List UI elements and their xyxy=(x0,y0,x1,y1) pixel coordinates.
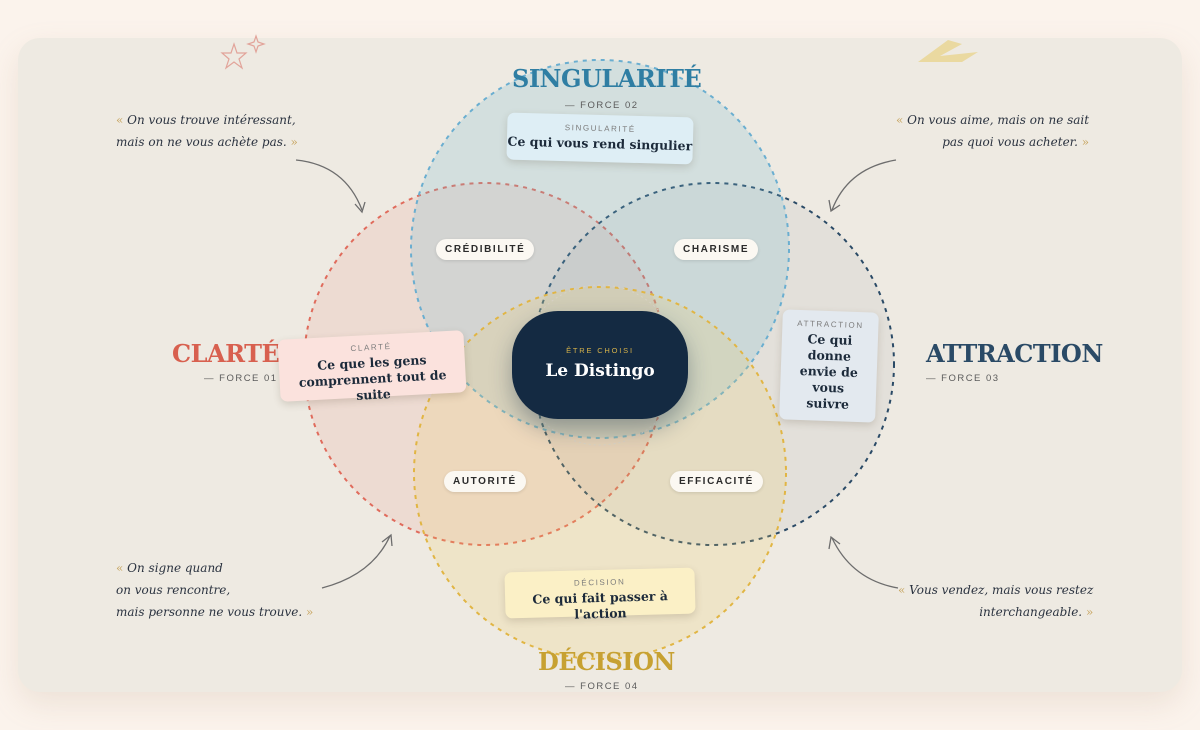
lightning-doodle-icon xyxy=(918,40,978,62)
arrow-bottom-right-icon xyxy=(831,537,899,589)
force-title-decision: DÉCISION xyxy=(538,647,675,676)
quote-bottom-right-line-2: interchangeable. xyxy=(979,605,1083,619)
box-decision-value: Ce qui fait passer à l'action xyxy=(532,588,669,622)
quote-bottom-right: « Vous vendez, mais vous restez intercha… xyxy=(898,579,1093,623)
force-sub-clarte: — FORCE 01 xyxy=(204,373,278,384)
pill-credibilite: CRÉDIBILITÉ xyxy=(436,239,535,260)
arrowhead-top-left-icon xyxy=(354,201,366,214)
open-quote-mark: « xyxy=(116,113,124,127)
arrow-top-right-icon xyxy=(831,159,897,211)
box-decision: DÉCISION Ce qui fait passer à l'action xyxy=(504,567,696,622)
arrowhead-bottom-left-icon xyxy=(381,533,393,547)
force-sub-singularite: — FORCE 02 xyxy=(565,100,639,111)
open-quote-mark: « xyxy=(898,583,906,597)
center-kicker: ÊTRE CHOISI xyxy=(566,346,634,355)
open-quote-mark: « xyxy=(896,113,904,127)
quote-bottom-left: « On signe quand on vous rencontre, mais… xyxy=(116,557,313,623)
box-clarte-value: Ce que les gens comprennent tout de suit… xyxy=(298,352,447,403)
close-quote-mark: » xyxy=(1085,605,1094,619)
box-singularite-value: Ce qui vous rend singulier xyxy=(507,133,693,154)
quote-bottom-left-line-1: On signe quand xyxy=(127,561,223,575)
box-singularite: SINGULARITÉ Ce qui vous rend singulier xyxy=(506,112,694,165)
close-quote-mark: » xyxy=(306,605,314,619)
quote-top-left-line-1: On vous trouve intéressant, xyxy=(127,113,296,127)
arrowhead-top-right-icon xyxy=(828,199,841,213)
box-attraction-key: ATTRACTION xyxy=(797,318,864,331)
star-doodle-icon xyxy=(220,34,266,70)
close-quote-mark: » xyxy=(1081,135,1090,149)
box-attraction: ATTRACTION Ce qui donne envie de vous su… xyxy=(779,309,879,423)
center-title: Le Distingo xyxy=(545,361,655,381)
arrow-bottom-left-icon xyxy=(321,535,391,589)
force-title-singularite: SINGULARITÉ xyxy=(512,64,702,93)
quote-top-left: « On vous trouve intéressant, mais on ne… xyxy=(116,109,298,153)
arrow-top-left-icon xyxy=(295,159,363,211)
quote-top-right-line-1: On vous aime, mais on ne sait xyxy=(907,113,1090,127)
box-clarte: CLARTÉ Ce que les gens comprennent tout … xyxy=(277,330,467,403)
force-sub-attraction: — FORCE 03 xyxy=(926,373,1000,384)
box-attraction-value: Ce qui donne envie de vous suivre xyxy=(799,331,859,412)
pill-efficacite: EFFICACITÉ xyxy=(670,471,763,492)
force-title-attraction: ATTRACTION xyxy=(926,339,1103,368)
circle-decision xyxy=(413,286,787,660)
force-title-clarte: CLARTÉ xyxy=(172,339,280,368)
close-quote-mark: » xyxy=(290,135,298,149)
quote-bottom-left-line-2: on vous rencontre, xyxy=(116,583,231,597)
quote-top-right: « On vous aime, mais on ne sait pas quoi… xyxy=(896,109,1089,153)
force-sub-decision: — FORCE 04 xyxy=(565,681,639,692)
arrowhead-bottom-right-icon xyxy=(828,535,841,550)
pill-autorite: AUTORITÉ xyxy=(444,471,526,492)
open-quote-mark: « xyxy=(116,561,124,575)
quote-bottom-left-line-3: mais personne ne vous trouve. xyxy=(116,605,303,619)
center-badge: ÊTRE CHOISI Le Distingo xyxy=(512,311,688,419)
quote-top-left-line-2: mais on ne vous achète pas. xyxy=(116,135,287,149)
pill-charisme: CHARISME xyxy=(674,239,759,260)
circle-singularite xyxy=(410,59,790,439)
quote-bottom-right-line-1: Vous vendez, mais vous restez xyxy=(909,583,1094,597)
quote-top-right-line-2: pas quoi vous acheter. xyxy=(942,135,1078,149)
